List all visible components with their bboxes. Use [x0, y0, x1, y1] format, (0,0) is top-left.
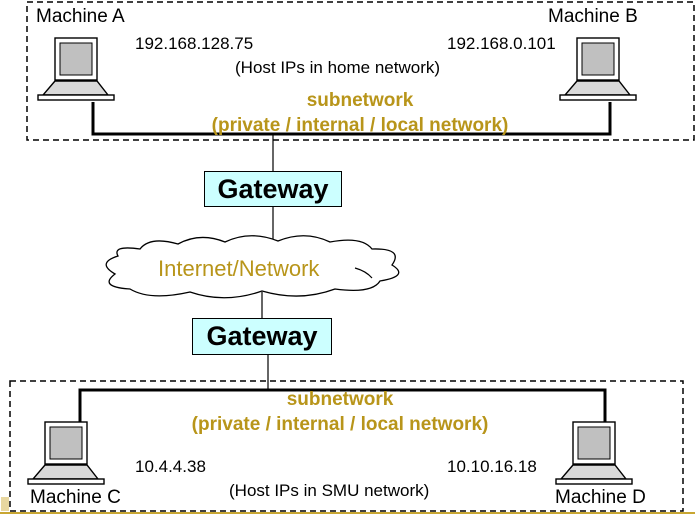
machine-a-ip: 192.168.128.75	[135, 34, 254, 53]
smu-network-bus	[78, 388, 607, 423]
machine-d-label: Machine D	[555, 487, 646, 508]
laptop-icon	[555, 421, 633, 485]
machine-a-label: Machine A	[36, 6, 125, 27]
laptop-icon	[27, 421, 105, 485]
home-subnet-subtitle: (private / internal / local network)	[211, 115, 509, 136]
machine-b-label: Machine B	[548, 6, 638, 27]
machine-d-ip: 10.10.16.18	[447, 457, 537, 476]
home-network-boundary	[26, 1, 695, 141]
machine-c-ip: 10.4.4.38	[135, 457, 206, 476]
laptop-icon	[37, 37, 115, 101]
smu-network-note: (Host IPs in SMU network)	[229, 481, 430, 500]
home-subnet-title: subnetwork	[306, 90, 414, 111]
logo-mark	[1, 497, 9, 511]
internet-label: Internet/Network	[158, 256, 320, 281]
machine-b-ip: 192.168.0.101	[447, 34, 556, 53]
cloud-icon	[105, 235, 400, 299]
top-gateway-box: Gateway	[204, 171, 342, 207]
home-network-bus	[91, 102, 612, 136]
smu-subnet-subtitle: (private / internal / local network)	[191, 414, 489, 435]
home-network-note: (Host IPs in home network)	[235, 58, 441, 77]
laptop-icon	[559, 37, 637, 101]
smu-network-boundary	[9, 380, 684, 512]
machine-c-label: Machine C	[30, 487, 121, 508]
smu-subnet-title: subnetwork	[286, 389, 394, 410]
bottom-gateway-box: Gateway	[192, 318, 332, 355]
